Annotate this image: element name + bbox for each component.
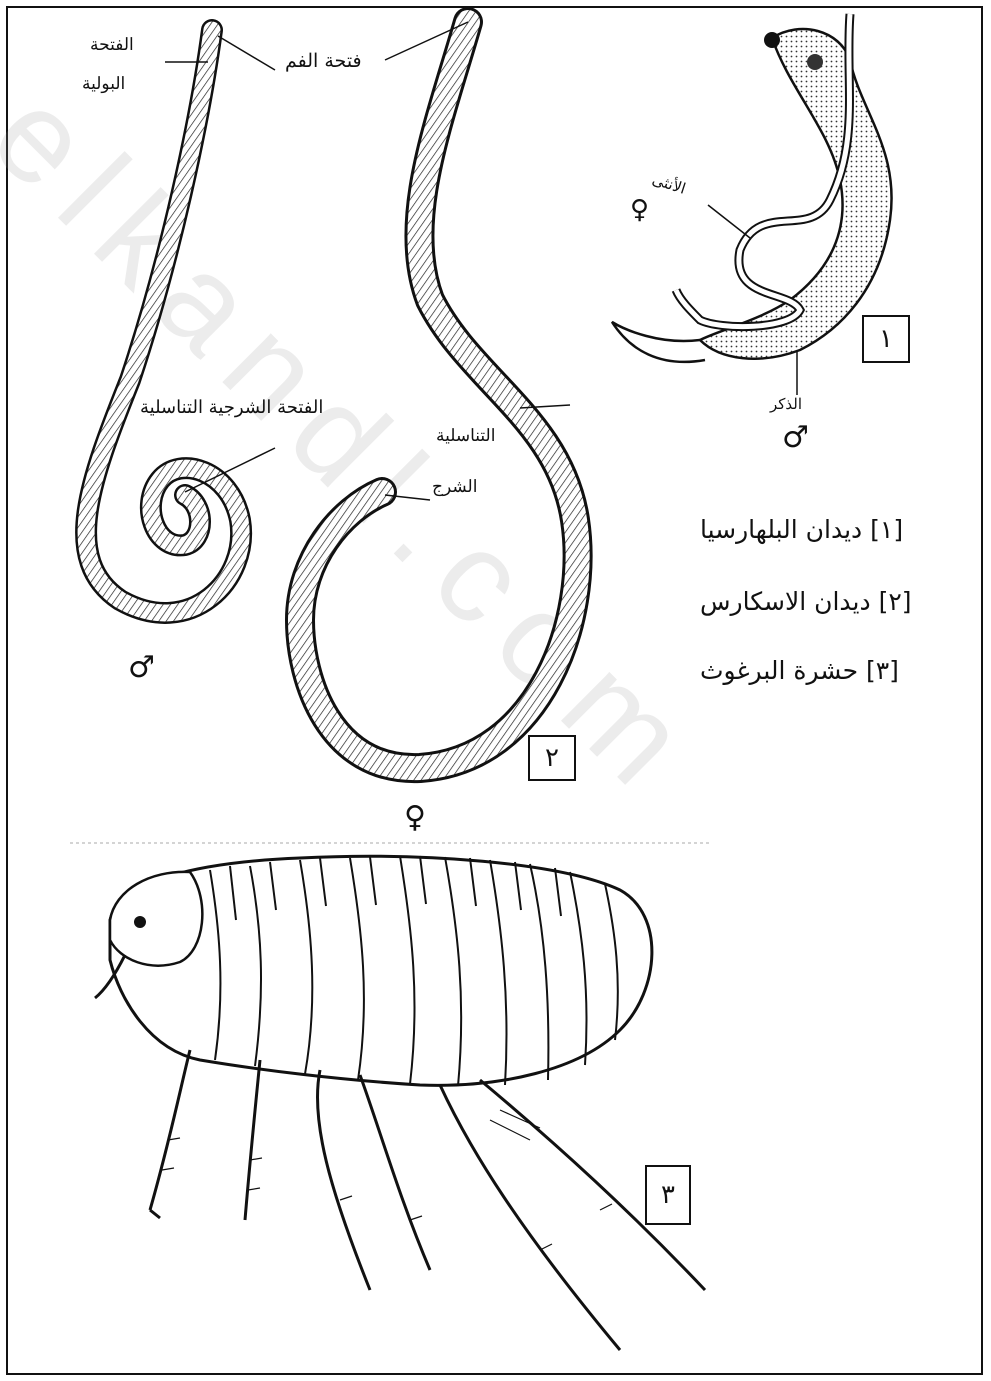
label-urinary-opening-2: البولية [82, 74, 125, 94]
label-genital: التناسلية [436, 426, 495, 446]
label-anal-genital-opening: الفتحة الشرجية التناسلية [140, 397, 323, 418]
figure-number-2: ٢ [528, 735, 576, 781]
label-urinary-opening-1: الفتحة [90, 35, 134, 55]
legend-item-bilharzia: [١] ديدان البلهارسيا [700, 515, 903, 544]
bilharzia-ventral-sucker [807, 54, 823, 70]
label-anus: الشرج [432, 477, 477, 497]
ascaris-female-drawing [218, 22, 578, 768]
legend-item-ascaris: [٢] ديدان الاسكارس [700, 587, 912, 616]
male-symbol-bilharzia: ♂ [782, 420, 809, 455]
flea-head [110, 872, 202, 966]
bilharzia-oral-sucker [764, 32, 780, 48]
pointer-mouth-left [218, 36, 275, 70]
label-mouth-opening: فتحة الفم [285, 50, 362, 72]
flea-eye [134, 916, 146, 928]
female-symbol-bilharzia: ♀ [630, 195, 649, 225]
figure-number-3: ٣ [645, 1165, 691, 1225]
male-symbol-ascaris: ♂ [128, 650, 155, 685]
label-male-bilharzia: الذكر [770, 395, 802, 413]
figure-number-1: ١ [862, 315, 910, 363]
flea-drawing [95, 856, 705, 1350]
flea-legs [150, 1050, 705, 1350]
pointer-female [708, 205, 750, 238]
female-symbol-ascaris: ♀ [404, 800, 426, 835]
ascaris-male-drawing [86, 30, 275, 613]
legend-item-flea: [٣] حشرة البرغوث [700, 656, 899, 685]
flea-leg-hairs [162, 1110, 612, 1250]
bilharzia-worm-drawing [612, 14, 892, 395]
